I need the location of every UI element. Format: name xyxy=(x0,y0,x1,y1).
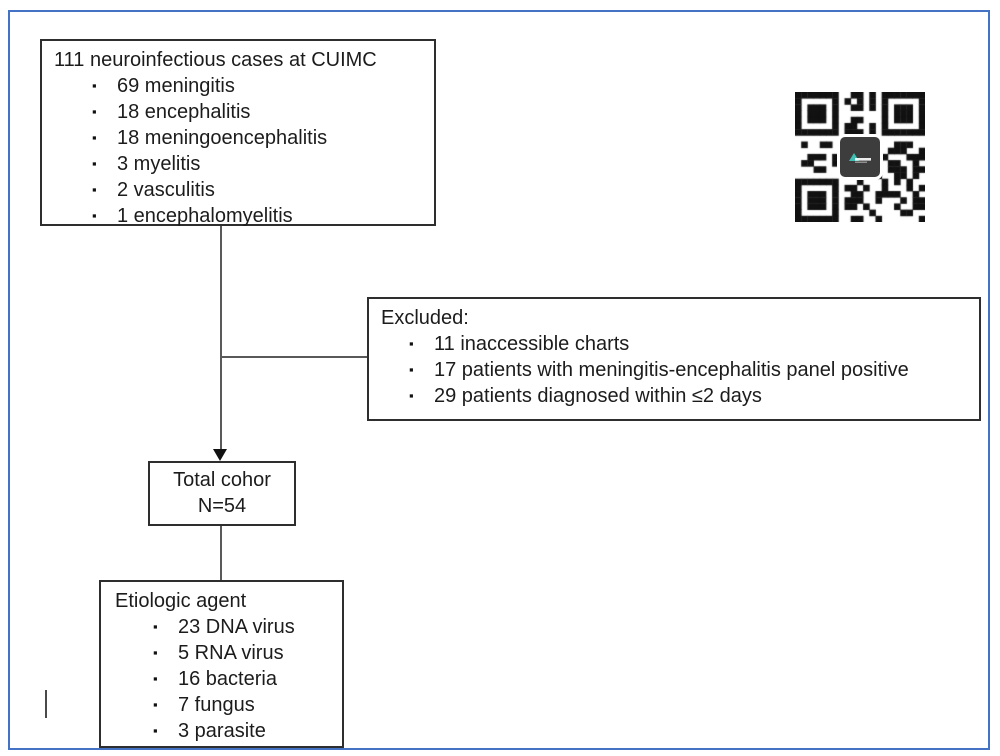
list-item-label: 16 bacteria xyxy=(178,668,277,690)
etiologic-box-title: Etiologic agent xyxy=(115,590,247,612)
cases-box-title: 111 neuroinfectious cases at CUIMC xyxy=(54,49,377,71)
list-item-label: 17 patients with meningitis-encephalitis… xyxy=(434,359,909,381)
list-item: 23 DNA virus xyxy=(115,614,342,640)
bullet-icon xyxy=(92,203,117,229)
qr-code xyxy=(795,92,925,222)
list-item: 11 inaccessible charts xyxy=(381,331,979,357)
total-cohort-box: Total cohor N=54 xyxy=(148,461,296,526)
list-item-label: 3 parasite xyxy=(178,720,266,742)
bullet-icon xyxy=(92,151,117,177)
list-item-label: 11 inaccessible charts xyxy=(434,333,630,355)
connector-horizontal-excluded xyxy=(221,356,367,358)
bullet-icon xyxy=(153,614,178,640)
list-item: 16 bacteria xyxy=(115,666,342,692)
list-item: 1 encephalomyelitis xyxy=(54,203,434,229)
qr-center-logo xyxy=(840,137,880,177)
bullet-icon xyxy=(92,99,117,125)
bullet-icon xyxy=(409,383,434,409)
excluded-box-title: Excluded: xyxy=(381,307,469,329)
qr-logo-mark xyxy=(849,153,871,163)
list-item: 29 patients diagnosed within ≤2 days xyxy=(381,383,979,409)
excluded-box: Excluded: 11 inaccessible charts 17 pati… xyxy=(367,297,981,421)
bullet-icon xyxy=(92,177,117,203)
etiologic-box: Etiologic agent 23 DNA virus 5 RNA virus… xyxy=(99,580,344,748)
bullet-icon xyxy=(153,666,178,692)
list-item-label: 18 encephalitis xyxy=(117,101,251,123)
list-item: 5 RNA virus xyxy=(115,640,342,666)
list-item: 18 encephalitis xyxy=(54,99,434,125)
cases-box: 111 neuroinfectious cases at CUIMC 69 me… xyxy=(40,39,436,229)
list-item: 17 patients with meningitis-encephalitis… xyxy=(381,357,979,383)
list-item-label: 29 patients diagnosed within ≤2 days xyxy=(434,385,762,407)
connector-vertical-top xyxy=(220,226,222,450)
list-item-label: 2 vasculitis xyxy=(117,179,215,201)
list-item-label: 5 RNA virus xyxy=(178,642,284,664)
bullet-icon xyxy=(92,125,117,151)
list-item: 69 meningitis xyxy=(54,73,434,99)
list-item-label: 69 meningitis xyxy=(117,75,235,97)
list-item: 3 myelitis xyxy=(54,151,434,177)
list-item: 7 fungus xyxy=(115,692,342,718)
total-cohort-label: Total cohor xyxy=(173,469,271,491)
bullet-icon xyxy=(92,73,117,99)
list-item-label: 1 encephalomyelitis xyxy=(117,205,293,227)
list-item-label: 23 DNA virus xyxy=(178,616,295,638)
text-cursor-mark xyxy=(45,690,47,718)
list-item: 3 parasite xyxy=(115,718,342,744)
bullet-icon xyxy=(153,692,178,718)
bullet-icon xyxy=(409,357,434,383)
bullet-icon xyxy=(153,640,178,666)
arrow-down-icon xyxy=(213,449,227,461)
connector-vertical-bottom xyxy=(220,526,222,580)
bullet-icon xyxy=(409,331,434,357)
list-item: 2 vasculitis xyxy=(54,177,434,203)
list-item: 18 meningoencephalitis xyxy=(54,125,434,151)
bullet-icon xyxy=(153,718,178,744)
diagram-frame: 111 neuroinfectious cases at CUIMC 69 me… xyxy=(8,10,990,750)
list-item-label: 7 fungus xyxy=(178,694,255,716)
list-item-label: 3 myelitis xyxy=(117,153,201,175)
total-cohort-n: N=54 xyxy=(197,495,247,517)
list-item-label: 18 meningoencephalitis xyxy=(117,127,328,149)
